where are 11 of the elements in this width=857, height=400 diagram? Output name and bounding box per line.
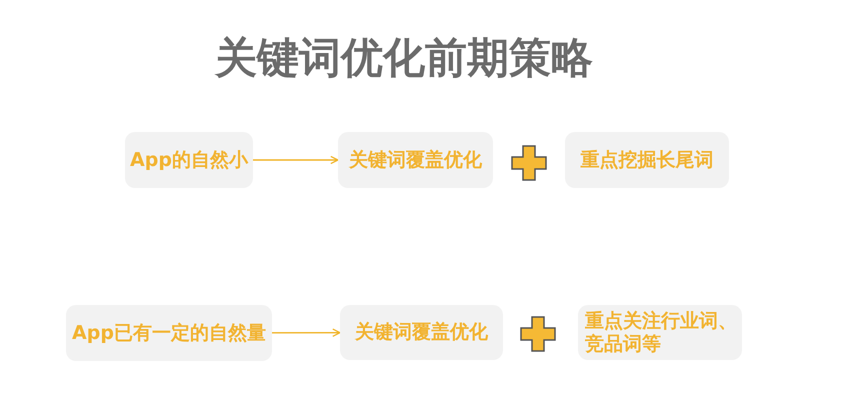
plus-icon: [511, 145, 547, 181]
process-box: App的自然小: [125, 132, 253, 188]
title: 关键词优化前期策略: [215, 34, 593, 82]
process-box: App已有一定的自然量: [66, 305, 272, 361]
arrow: [272, 328, 341, 337]
process-box: 关键词覆盖优化: [340, 305, 503, 360]
process-box: 关键词覆盖优化: [338, 132, 493, 188]
plus-icon: [520, 316, 556, 352]
process-box: 重点关注行业词、竞品词等: [578, 305, 742, 360]
arrow: [253, 156, 339, 164]
process-box: 重点挖掘长尾词: [565, 132, 729, 188]
